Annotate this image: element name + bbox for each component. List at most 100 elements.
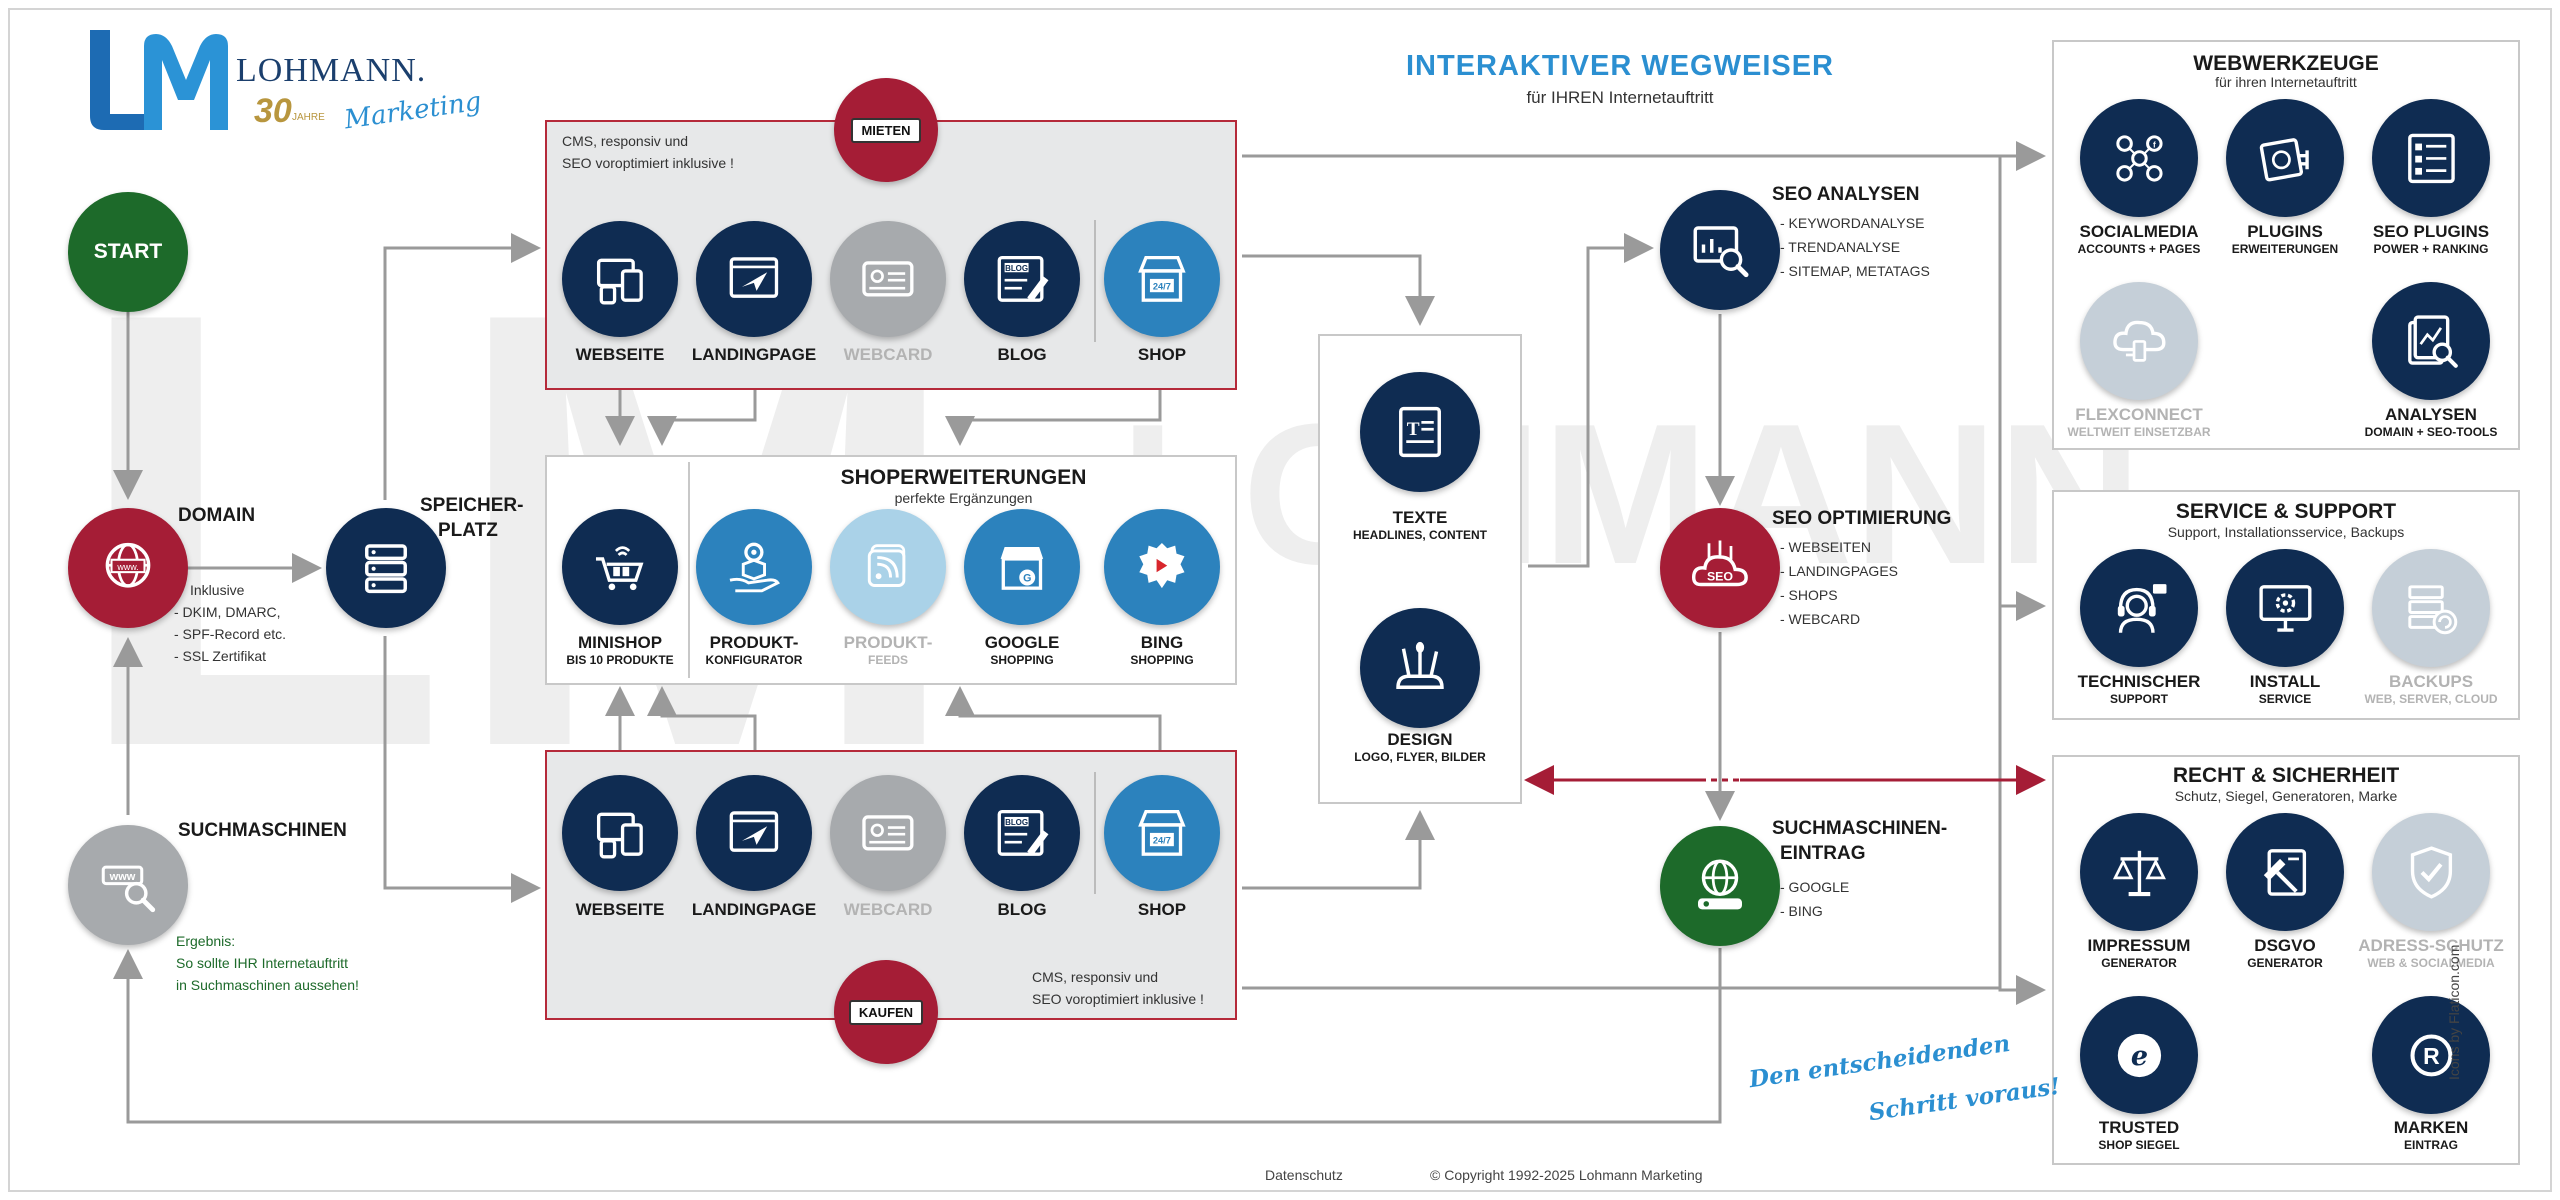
gear-box-hand-icon	[729, 542, 781, 593]
socialmedia-icon-button[interactable]: f	[2080, 99, 2198, 217]
produktfeeds-icon-button[interactable]	[830, 509, 946, 625]
seo-optimierung-item-4: - WEBCARD	[1780, 611, 1861, 627]
webwerkzeuge-title: WEBWERKZEUGE	[2193, 52, 2379, 75]
technischer-support-label-2: SUPPORT	[2109, 692, 2168, 706]
kaufen-landingpage-icon-button[interactable]	[696, 775, 812, 891]
blog-icon: BLOG	[997, 256, 1049, 302]
suchmaschinen-result-1: Ergebnis:	[176, 933, 236, 949]
install-service-label-1: INSTALL	[2249, 672, 2321, 691]
kaufen-pin[interactable]: KAUFEN	[834, 960, 938, 1064]
shoperweiterungen-title: SHOPERWEITERUNGEN	[840, 466, 1087, 489]
kaufen-note-2: SEO voroptimiert inklusive !	[1032, 991, 1204, 1007]
seo-analysen-item-3: - SITEMAP, METATAGS	[1780, 263, 1930, 279]
seo-optimierung-item-3: - SHOPS	[1780, 587, 1838, 603]
recht-title: RECHT & SICHERHEIT	[2172, 764, 2400, 787]
mieten-blog-icon-button[interactable]: BLOG	[964, 221, 1080, 337]
analysen-icon-button[interactable]	[2372, 282, 2490, 400]
design-label-1: DESIGN	[1387, 730, 1453, 749]
logo-years-suffix: JAHRE	[292, 112, 325, 123]
svg-text:24/7: 24/7	[1153, 836, 1171, 846]
texte-label-1: TEXTE	[1392, 508, 1448, 527]
trusted-label-1: TRUSTED	[2098, 1118, 2180, 1137]
google-shop-icon: G	[1000, 547, 1044, 590]
mieten-blog-label: BLOG	[997, 345, 1047, 364]
text-document-icon: T	[1399, 406, 1441, 458]
kaufen-webcard-icon-button[interactable]	[830, 775, 946, 891]
devices-icon	[597, 258, 643, 305]
shop-24-7-icon: 24/7	[1138, 810, 1186, 856]
mieten-webseite-label: WEBSEITE	[575, 345, 665, 364]
suchmaschinen-eintrag-node[interactable]	[1660, 826, 1780, 946]
svg-text:f: f	[2153, 140, 2156, 149]
icon-credits[interactable]: Icons by Flaticon.com	[2446, 944, 2462, 1080]
domain-node[interactable]: www.	[68, 508, 188, 628]
google-shopping-label-2: SHOPPING	[990, 653, 1054, 667]
flexconnect-icon-button[interactable]	[2080, 282, 2198, 400]
suchmaschinen-node[interactable]: www	[68, 825, 188, 945]
impressum-label-2: GENERATOR	[2101, 956, 2177, 970]
plugins-label-1: PLUGINS	[2247, 222, 2323, 241]
install-service-icon-button[interactable]	[2226, 549, 2344, 667]
mieten-pin-label: MIETEN	[851, 117, 921, 143]
impressum-icon-button[interactable]	[2080, 813, 2198, 931]
suchmaschinen-eintrag-title-1: SUCHMASCHINEN-	[1772, 818, 1948, 839]
kaufen-webseite-icon-button[interactable]	[562, 775, 678, 891]
logo[interactable]: LOHMANN. 30 JAHRE Marketing	[86, 30, 483, 140]
mieten-webseite-icon-button[interactable]	[562, 221, 678, 337]
trusted-icon-button[interactable]: e	[2080, 996, 2198, 1114]
kaufen-blog-icon-button[interactable]: BLOG	[964, 775, 1080, 891]
google-shopping-label-1: GOOGLE	[984, 633, 1060, 652]
mieten-landingpage-label: LANDINGPAGE	[691, 345, 817, 364]
dsgvo-icon-button[interactable]	[2226, 813, 2344, 931]
datenschutz-link[interactable]: Datenschutz	[1265, 1167, 1343, 1183]
kaufen-shop-icon-button[interactable]: 24/7	[1104, 775, 1220, 891]
design-icon-button[interactable]	[1360, 608, 1480, 728]
adress-schutz-icon-button[interactable]	[2372, 813, 2490, 931]
trusted-seal-icon: e	[2117, 1033, 2161, 1077]
suchmaschinen-result-3: in Suchmaschinen aussehen!	[176, 977, 359, 993]
kaufen-divider	[1094, 772, 1096, 894]
seo-cloud-icon: SEO	[1691, 540, 1748, 587]
mieten-pin[interactable]: MIETEN	[834, 78, 938, 182]
bing-shopping-icon-button[interactable]	[1104, 509, 1220, 625]
recht-subtitle: Schutz, Siegel, Generatoren, Marke	[2174, 788, 2398, 804]
seo-analysen-title: SEO ANALYSEN	[1772, 184, 1920, 205]
suchmaschinen-result-2: So sollte IHR Internetauftritt	[176, 955, 348, 971]
mieten-webcard-icon-button[interactable]	[830, 221, 946, 337]
checklist-icon	[2407, 133, 2455, 183]
produktkonfigurator-label-1: PRODUKT-	[709, 633, 799, 652]
mieten-shop-icon-button[interactable]: 24/7	[1104, 221, 1220, 337]
seo-plugins-icon-button[interactable]	[2372, 99, 2490, 217]
technischer-support-icon-button[interactable]	[2080, 549, 2198, 667]
google-shopping-icon-button[interactable]: G	[964, 509, 1080, 625]
blog-icon: BLOG	[997, 810, 1049, 856]
design-label-2: LOGO, FLYER, BILDER	[1354, 750, 1486, 764]
seo-optimierung-node[interactable]: SEO	[1660, 508, 1780, 628]
plugins-icon-button[interactable]	[2226, 99, 2344, 217]
svg-text:24/7: 24/7	[1153, 282, 1171, 292]
backups-icon-button[interactable]	[2372, 549, 2490, 667]
seo-optimierung-item-1: - WEBSEITEN	[1780, 539, 1872, 555]
start-node[interactable]: START	[68, 192, 188, 312]
produktkonfigurator-icon-button[interactable]	[696, 509, 812, 625]
texte-icon-button[interactable]: T	[1360, 372, 1480, 492]
texte-label-2: HEADLINES, CONTENT	[1352, 528, 1487, 542]
page-title: INTERAKTIVER WEGWEISER	[1405, 50, 1834, 82]
marken-icon-button[interactable]: R	[2372, 996, 2490, 1114]
svg-text:G: G	[1023, 573, 1031, 585]
mieten-landingpage-icon-button[interactable]	[696, 221, 812, 337]
minishop-icon-button[interactable]	[562, 509, 678, 625]
plugin-window-icon	[2259, 137, 2309, 181]
svg-text:BLOG: BLOG	[1005, 818, 1028, 827]
domain-label: DOMAIN	[178, 505, 256, 526]
seo-analysen-node[interactable]	[1660, 190, 1780, 310]
webwerkzeuge-subtitle: für ihren Internetauftritt	[2215, 74, 2357, 90]
speicherplatz-node[interactable]	[326, 508, 446, 628]
install-service-label-2: SERVICE	[2258, 692, 2312, 706]
impressum-label-1: IMPRESSUM	[2087, 936, 2191, 955]
social-network-icon: f	[2115, 134, 2163, 182]
